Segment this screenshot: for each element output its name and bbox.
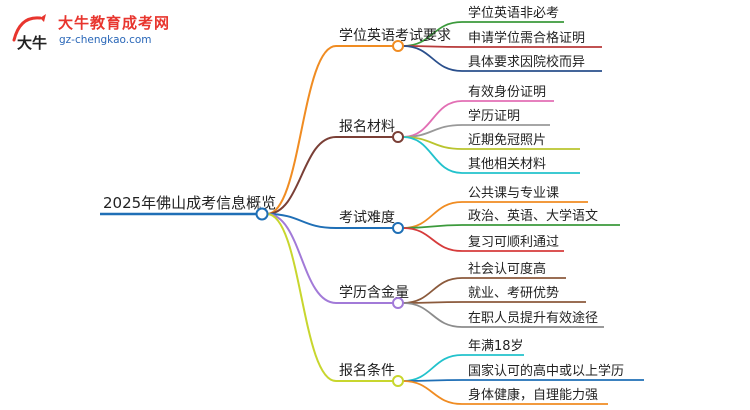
- leaf-node-label: 政治、英语、大学语文: [468, 208, 598, 224]
- leaf-node-label: 公共课与专业课: [468, 186, 559, 201]
- branch-connector: [266, 213, 337, 229]
- leaf-node-label: 申请学位需合格证明: [468, 30, 585, 46]
- leaf-node-label: 有效身份证明: [468, 84, 546, 100]
- branch-node-dot: [392, 222, 404, 234]
- branch-connector: [266, 213, 337, 382]
- leaf-node-label: 在职人员提升有效途径: [468, 310, 598, 326]
- leaf-node-label: 学位英语非必考: [468, 5, 559, 21]
- branch-node-label: 学历含金量: [339, 285, 409, 301]
- branch-node-label: 报名材料: [339, 119, 395, 135]
- leaf-connector: [402, 301, 463, 304]
- branch-node-dot: [392, 40, 404, 52]
- branch-connector: [266, 213, 337, 304]
- leaf-connector: [402, 302, 463, 328]
- branch-node-dot: [392, 131, 404, 143]
- branch-node-label: 学位英语考试要求: [339, 27, 451, 44]
- leaf-node-label: 复习可顺利通过: [468, 235, 559, 250]
- leaf-connector: [402, 354, 463, 382]
- leaf-connector: [402, 277, 463, 304]
- leaf-node-label: 身体健康，自理能力强: [468, 387, 598, 403]
- mind-map-edges: [100, 21, 644, 405]
- branch-node-label: 报名条件: [339, 362, 395, 379]
- leaf-connector: [402, 227, 463, 252]
- branch-connector: [266, 136, 337, 215]
- leaf-node-label: 近期免冠照片: [468, 133, 546, 148]
- branch-node-label: 考试难度: [339, 210, 395, 226]
- leaf-connector: [402, 379, 463, 382]
- branch-node-dot: [392, 375, 404, 387]
- logo-mark-text: 大牛: [17, 34, 47, 52]
- logo-url: gz-chengkao.com: [59, 34, 152, 46]
- leaf-node-label: 学历证明: [468, 108, 520, 124]
- leaf-connector: [402, 136, 463, 174]
- branch-connector: [266, 45, 337, 215]
- mind-map-nodes: 2025年佛山成考信息概览 学位英语考试要求 学位英语非必考申请学位需合格证明具体要…: [103, 5, 624, 403]
- root-node-dot: [255, 207, 269, 221]
- leaf-connector: [402, 45, 463, 72]
- leaf-node-label: 社会认可度高: [468, 261, 546, 277]
- leaf-node-label: 其他相关材料: [468, 157, 546, 172]
- logo-title: 大牛教育成考网: [58, 14, 171, 32]
- logo-mark-icon: 大牛: [12, 14, 47, 52]
- root-node-label: 2025年佛山成考信息概览: [103, 194, 276, 212]
- leaf-node-label: 就业、考研优势: [468, 285, 559, 301]
- leaf-node-label: 年满18岁: [468, 339, 524, 354]
- leaf-node-label: 国家认可的高中或以上学历: [468, 363, 624, 379]
- leaf-node-label: 具体要求因院校而异: [468, 54, 585, 70]
- leaf-connector: [402, 380, 463, 405]
- branch-node-dot: [392, 297, 404, 309]
- site-logo: 大牛 大牛教育成考网 gz-chengkao.com: [10, 10, 170, 54]
- leaf-connector: [402, 201, 463, 229]
